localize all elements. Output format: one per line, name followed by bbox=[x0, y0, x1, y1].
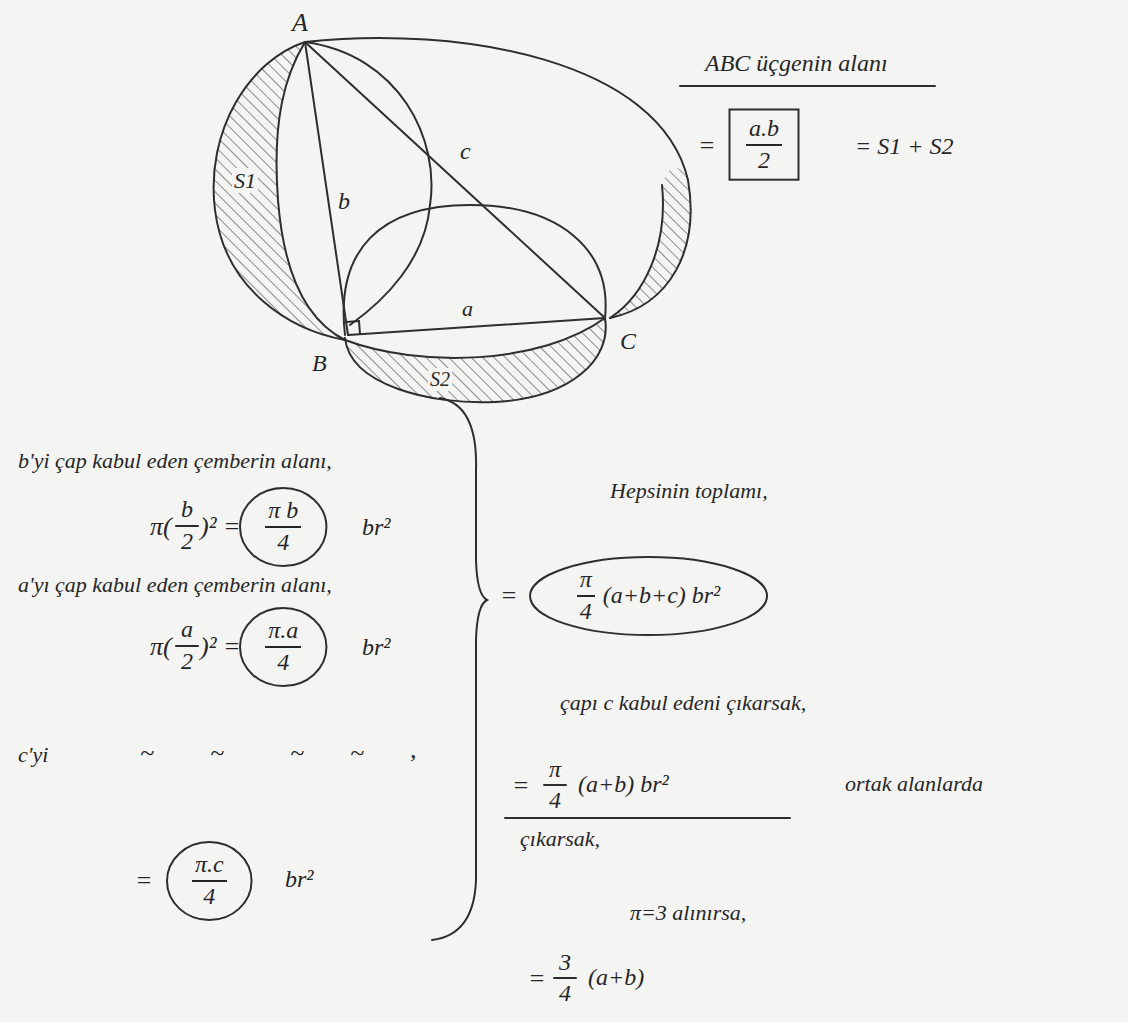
triangle-side bbox=[348, 318, 605, 335]
vertex-label: C bbox=[620, 328, 636, 356]
fraction-numerator: π.c bbox=[192, 851, 227, 882]
fraction-numerator: b bbox=[181, 496, 193, 524]
note-text: a'yı çap kabul eden çemberin alanı, bbox=[18, 572, 332, 597]
note-text: ortak alanlarda bbox=[845, 771, 983, 796]
fraction-numerator: π bbox=[577, 566, 595, 597]
fraction-numerator: 3 bbox=[559, 949, 571, 977]
circle-outline bbox=[240, 488, 326, 566]
region-label: S1 bbox=[232, 168, 258, 193]
equals-sign: = bbox=[512, 771, 530, 801]
ditto-mark: ~ bbox=[140, 738, 154, 768]
circle-outline bbox=[530, 557, 767, 635]
hatched-lune bbox=[610, 168, 691, 319]
note-text: π=3 alınırsa, bbox=[630, 900, 746, 925]
region-label: S2 bbox=[428, 368, 452, 391]
note-text: b'yi çap kabul eden çemberin alanı, bbox=[18, 448, 332, 473]
fraction-denominator: 4 bbox=[277, 528, 289, 557]
side-label: a bbox=[462, 296, 473, 321]
circle-arc bbox=[345, 318, 606, 402]
fraction-denominator: 4 bbox=[277, 648, 289, 677]
underline bbox=[505, 817, 790, 819]
hatched-lune bbox=[345, 318, 606, 402]
fraction-bar bbox=[176, 645, 198, 647]
ditto-mark: ~ bbox=[210, 738, 224, 768]
equals-sign: = bbox=[698, 131, 716, 161]
formula-text: π( bbox=[150, 632, 172, 662]
circle-arc bbox=[345, 318, 605, 358]
fraction-numerator: π.a bbox=[265, 617, 301, 648]
ditto-mark: ~ bbox=[350, 738, 364, 768]
unit-text: br² bbox=[362, 634, 391, 662]
side-label: c bbox=[460, 138, 471, 166]
formula-text: )² = bbox=[200, 632, 241, 662]
fraction-denominator: 4 bbox=[203, 882, 215, 911]
circle-outline bbox=[240, 608, 326, 686]
circled-term: π.c4 bbox=[165, 840, 254, 922]
formula-text: (a+b+c) br² bbox=[603, 582, 721, 610]
formula-text: = S1 + S2 bbox=[855, 133, 953, 161]
circle-arc bbox=[305, 38, 691, 318]
right-angle-mark bbox=[346, 321, 360, 334]
heading-text: ABC üçgenin alanı bbox=[705, 50, 888, 78]
circle-arc bbox=[305, 42, 431, 325]
circle-arc bbox=[610, 185, 663, 318]
ditto-mark: ~ bbox=[290, 738, 304, 768]
fraction-numerator: a.b bbox=[746, 115, 782, 146]
fraction-denominator: 2 bbox=[758, 146, 770, 175]
boxed-result: a.b2 bbox=[728, 108, 800, 181]
formula-text: (a+b) br² bbox=[578, 771, 669, 799]
formula-text: )² = bbox=[200, 512, 241, 542]
equals-sign: = bbox=[528, 964, 546, 994]
triangle-side bbox=[305, 42, 605, 318]
punctuation: , bbox=[410, 735, 417, 765]
fraction-denominator: 4 bbox=[580, 597, 592, 626]
underline bbox=[680, 85, 935, 87]
box-outline bbox=[730, 110, 799, 180]
vertex-label: A bbox=[292, 8, 308, 38]
circled-term: π.a4 bbox=[238, 606, 328, 688]
fraction-numerator: a bbox=[181, 616, 193, 644]
unit-text: br² bbox=[285, 866, 314, 894]
circle-outline bbox=[167, 842, 252, 920]
circled-term: π b4 bbox=[238, 486, 328, 568]
formula-text: (a+b) bbox=[588, 964, 644, 992]
equals-sign: = bbox=[135, 866, 153, 896]
fraction-numerator: π bbox=[549, 756, 561, 784]
unit-text: br² bbox=[362, 514, 391, 542]
side-label: b bbox=[338, 188, 350, 216]
fraction-numerator: π b bbox=[265, 497, 301, 528]
equals-sign: = bbox=[500, 581, 518, 611]
circle-arc bbox=[344, 205, 606, 335]
fraction-bar bbox=[176, 525, 198, 527]
note-text: çapı c kabul edeni çıkarsak, bbox=[560, 690, 806, 715]
note-text: çıkarsak, bbox=[520, 826, 600, 851]
fraction-denominator: 2 bbox=[181, 648, 193, 676]
fraction-bar bbox=[544, 784, 566, 786]
fraction-bar bbox=[554, 977, 576, 979]
curly-bracket bbox=[432, 398, 487, 940]
note-text: Hepsinin toplamı, bbox=[610, 478, 768, 503]
note-text: c'yi bbox=[18, 742, 48, 767]
fraction-denominator: 4 bbox=[549, 787, 561, 815]
fraction-denominator: 2 bbox=[181, 528, 193, 556]
circle-arc bbox=[214, 42, 345, 340]
hatched-lune bbox=[214, 42, 345, 340]
circled-term: π4 (a+b+c) br² bbox=[528, 555, 769, 637]
formula-text: π( bbox=[150, 512, 172, 542]
vertex-label: B bbox=[312, 350, 327, 378]
fraction-denominator: 4 bbox=[559, 980, 571, 1008]
